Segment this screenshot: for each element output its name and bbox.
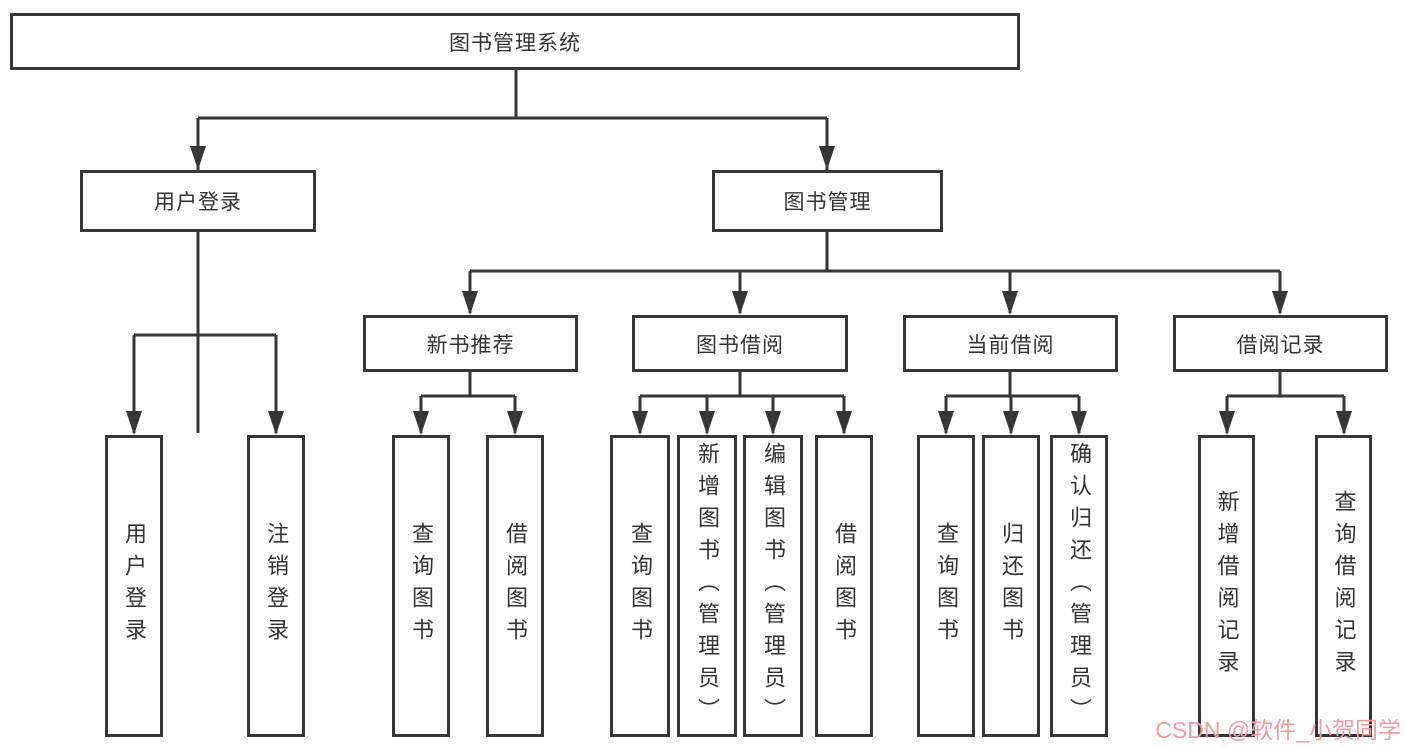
arrowhead-down-icon bbox=[1336, 411, 1352, 435]
node-user-login: 用户登录 bbox=[80, 170, 316, 232]
leaf-bb-query-books: 查询图书 bbox=[610, 435, 670, 737]
arrowhead-down-icon bbox=[819, 146, 835, 170]
connector-root-to-level2 bbox=[196, 70, 829, 433]
arrowhead-down-icon bbox=[1003, 411, 1019, 435]
connector-newbook-to-leaves bbox=[419, 372, 517, 433]
node-borrow-records: 借阅记录 bbox=[1173, 315, 1388, 372]
connector-userlogin-to-leaves bbox=[132, 232, 278, 433]
arrowheads bbox=[126, 146, 1352, 435]
arrowhead-down-icon bbox=[1219, 411, 1235, 435]
connector-paths bbox=[132, 70, 1346, 433]
arrowhead-down-icon bbox=[632, 411, 648, 435]
leaf-br-query-record: 查询借阅记录 bbox=[1315, 435, 1372, 737]
leaf-bb-add-books-admin: 新增图书（管理员） bbox=[677, 435, 737, 737]
node-current-borrow: 当前借阅 bbox=[903, 315, 1118, 372]
node-book-borrow: 图书借阅 bbox=[632, 315, 848, 372]
leaf-nb-borrow-books: 借阅图书 bbox=[486, 435, 544, 737]
node-book-management: 图书管理 bbox=[712, 170, 943, 232]
node-root-library-system: 图书管理系统 bbox=[10, 13, 1020, 70]
arrowhead-down-icon bbox=[462, 291, 478, 315]
arrowhead-down-icon bbox=[190, 146, 206, 170]
connector-bookborrow-to-leaves bbox=[638, 372, 846, 433]
arrowhead-down-icon bbox=[268, 411, 284, 435]
leaf-br-add-record: 新增借阅记录 bbox=[1198, 435, 1255, 737]
csdn-watermark: CSDN @软件_小贺同学 bbox=[1155, 717, 1401, 743]
leaf-logout: 注销登录 bbox=[247, 435, 305, 737]
leaf-cb-confirm-return-admin: 确认归还（管理员） bbox=[1050, 435, 1108, 737]
arrowhead-down-icon bbox=[699, 411, 715, 435]
arrowhead-down-icon bbox=[836, 411, 852, 435]
arrowhead-down-icon bbox=[507, 411, 523, 435]
leaf-user-login: 用户登录 bbox=[105, 435, 163, 737]
arrowhead-down-icon bbox=[1272, 291, 1288, 315]
connector-borrowrecord-to-leaves bbox=[1225, 372, 1346, 433]
arrowhead-down-icon bbox=[732, 291, 748, 315]
node-new-book-recommend: 新书推荐 bbox=[363, 315, 578, 372]
leaf-cb-return-books: 归还图书 bbox=[982, 435, 1040, 737]
leaf-cb-query-books: 查询图书 bbox=[917, 435, 975, 737]
arrowhead-down-icon bbox=[765, 411, 781, 435]
arrowhead-down-icon bbox=[938, 411, 954, 435]
leaf-bb-edit-books-admin: 编辑图书（管理员） bbox=[743, 435, 803, 737]
arrowhead-down-icon bbox=[413, 411, 429, 435]
leaf-nb-query-books: 查询图书 bbox=[392, 435, 450, 737]
arrowhead-down-icon bbox=[1002, 291, 1018, 315]
leaf-bb-borrow-books: 借阅图书 bbox=[815, 435, 873, 737]
arrowhead-down-icon bbox=[126, 411, 142, 435]
arrowhead-down-icon bbox=[1071, 411, 1087, 435]
connector-bookmgmt-to-level3 bbox=[468, 232, 1282, 313]
